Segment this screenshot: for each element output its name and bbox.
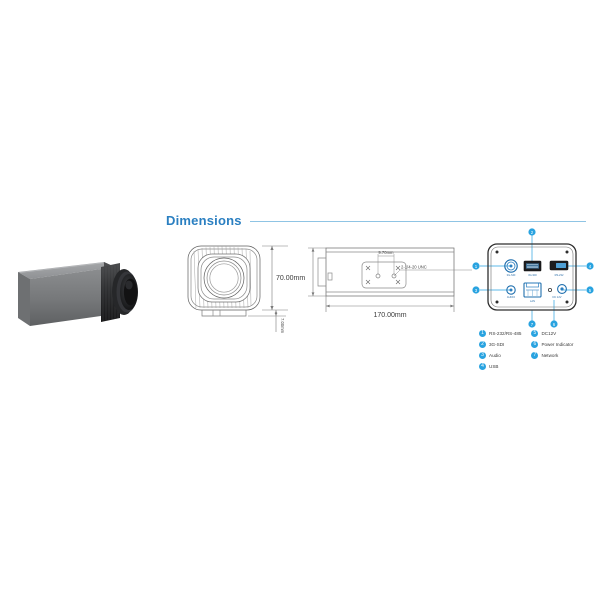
page-title: Dimensions bbox=[166, 212, 242, 228]
ethernet-port bbox=[523, 282, 542, 298]
audio-port-label: AUDIO bbox=[507, 295, 515, 299]
callout-3: 3 bbox=[472, 286, 480, 294]
legend-label: USB bbox=[489, 364, 499, 369]
side-view-drawing: 80.30mm 170.00mm 9.70mm 2-1/4-20 UNC bbox=[259, 240, 475, 320]
svg-text:3: 3 bbox=[475, 288, 478, 293]
svg-text:6: 6 bbox=[553, 322, 556, 327]
legend-bullet-icon: 7 bbox=[531, 352, 539, 359]
legend-bullet-icon: 3 bbox=[479, 352, 486, 359]
legend-bullet-icon: 4 bbox=[479, 363, 486, 370]
legend-bullet-icon: 5 bbox=[531, 330, 539, 337]
legend-label: DC12V bbox=[541, 331, 557, 336]
product-photo bbox=[8, 258, 158, 334]
dc-port-label: DC 12V bbox=[552, 295, 561, 299]
legend-item: 5 DC12V bbox=[531, 329, 573, 338]
legend-item: 2 3G-SDI bbox=[479, 340, 521, 349]
legend-label: Network bbox=[541, 353, 559, 358]
svg-text:4: 4 bbox=[589, 264, 592, 269]
mount-pitch-dimension: 9.70mm bbox=[378, 250, 394, 255]
callout-1: 1 bbox=[472, 262, 480, 270]
callout-5: 5 bbox=[586, 286, 594, 294]
svg-text:5: 5 bbox=[589, 288, 592, 293]
bnc-port-label: 3G-SDI bbox=[507, 273, 516, 277]
callout-bullets: 2 1 3 4 5 bbox=[472, 228, 594, 328]
legend-column-right: 5 DC12V 6 Power Indicator 7 Network bbox=[531, 329, 573, 375]
legend-item: 6 Power Indicator bbox=[531, 340, 573, 349]
legend-label: Power Indicator bbox=[541, 342, 574, 347]
svg-text:2: 2 bbox=[531, 230, 534, 235]
lan-port-label: LAN bbox=[530, 299, 535, 303]
front-view-drawing: 70.00mm 7.00mm bbox=[180, 238, 305, 338]
usb-port bbox=[523, 260, 542, 272]
rs232-port bbox=[549, 260, 569, 271]
side-width-dimension: 170.00mm bbox=[373, 312, 406, 319]
legend-item: 1 RS-232/RS-485 bbox=[479, 329, 521, 338]
dc-power-jack bbox=[557, 284, 567, 294]
legend-item: 7 Network bbox=[531, 351, 573, 360]
svg-text:1: 1 bbox=[475, 264, 478, 269]
front-foot-dimension: 7.00mm bbox=[280, 318, 285, 334]
legend-bullet-icon: 6 bbox=[531, 341, 539, 348]
bnc-connector bbox=[504, 259, 518, 273]
legend-bullet-icon: 1 bbox=[479, 330, 486, 337]
legend-label: RS-232/RS-485 bbox=[489, 331, 522, 336]
thread-callout: 2-1/4-20 UNC bbox=[401, 265, 427, 270]
sdi-port-label: 3G-SDI bbox=[528, 273, 537, 277]
title-divider bbox=[249, 220, 586, 222]
callout-2: 2 bbox=[528, 228, 536, 236]
rear-panel-drawing: 3G-SDI AUDIO 3G-SDI bbox=[470, 228, 595, 328]
section-header: Dimensions bbox=[166, 210, 586, 230]
legend-bullet-icon: 2 bbox=[479, 341, 486, 348]
audio-jack bbox=[506, 285, 516, 295]
callout-7: 7 bbox=[528, 320, 536, 328]
legend-label: 3G-SDI bbox=[489, 342, 505, 347]
svg-text:7: 7 bbox=[531, 322, 534, 327]
legend-item: 3 Audio bbox=[479, 351, 521, 360]
callout-4: 4 bbox=[586, 262, 594, 270]
connector-legend: 1 RS-232/RS-485 2 3G-SDI 3 Audio 4 USB 5… bbox=[479, 329, 599, 375]
legend-column-left: 1 RS-232/RS-485 2 3G-SDI 3 Audio 4 USB bbox=[479, 329, 521, 375]
callout-6: 6 bbox=[550, 320, 558, 328]
legend-item: 4 USB bbox=[479, 362, 521, 371]
front-height-dimension: 70.00mm bbox=[276, 275, 305, 282]
rs232-port-label: RS-232 bbox=[555, 273, 564, 277]
power-indicator-led bbox=[548, 288, 553, 293]
legend-label: Audio bbox=[489, 353, 501, 358]
